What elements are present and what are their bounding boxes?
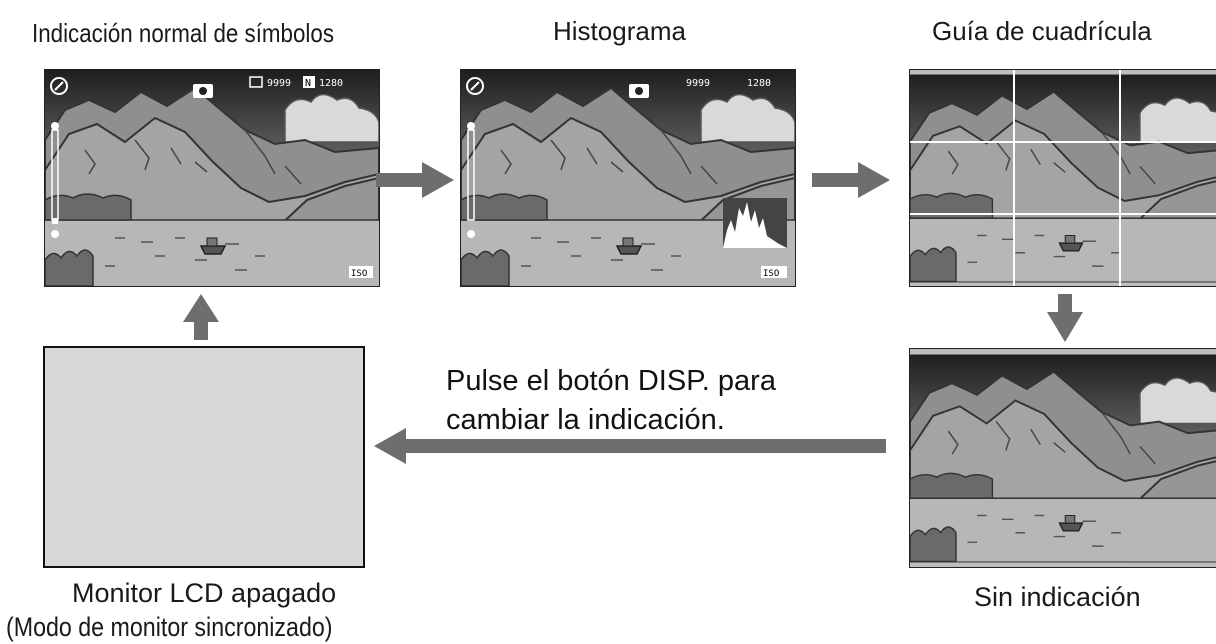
screen-grid-guide <box>909 69 1216 287</box>
lcd-off-screen <box>43 346 365 568</box>
shots-count: 9999 <box>686 78 710 89</box>
flash-off-icon <box>466 77 484 95</box>
image-size: 1280 <box>747 78 771 89</box>
screen-overlay: 9999 N 1280 ISO <box>50 76 373 279</box>
instruction-line-1: Pulse el botón DISP. para <box>446 365 776 397</box>
screen-no-indication <box>909 348 1216 568</box>
iso-text: ISO <box>763 269 779 279</box>
camera-mode-icon <box>629 84 649 98</box>
histogram-graph <box>723 198 787 248</box>
arrow-up <box>183 294 219 340</box>
screen-normal-symbols: 9999 N 1280 ISO <box>44 69 380 287</box>
grid-line-h1 <box>910 141 1216 143</box>
arrow-left-long <box>374 428 886 464</box>
shots-count: 9999 <box>267 78 291 89</box>
flash-off-icon <box>50 77 68 95</box>
image-size: 1280 <box>319 78 343 89</box>
screen-overlay: 9999 1280 ISO <box>466 77 787 279</box>
remaining-shots-icon <box>249 76 263 88</box>
label-histogram: Histograma <box>553 16 686 46</box>
label-normal-symbols: Indicación normal de símbolos <box>32 18 335 48</box>
grid-line-v1 <box>1013 70 1015 286</box>
label-sync-monitor-mode: (Modo de monitor sincronizado) <box>6 612 333 642</box>
label-no-indication: Sin indicación <box>974 582 1141 612</box>
landscape-image <box>910 70 1216 286</box>
landscape-image <box>910 349 1216 567</box>
quality-icon <box>303 76 315 88</box>
instruction-text: Pulse el botón DISP. para cambiar la ind… <box>446 362 776 440</box>
quality-letter: N <box>305 78 311 89</box>
arrow-right-1 <box>376 162 454 198</box>
instruction-line-2: cambiar la indicación. <box>446 404 725 436</box>
arrow-down <box>1047 294 1083 342</box>
grid-line-v2 <box>1119 70 1121 286</box>
arrow-right-2 <box>812 162 890 198</box>
camera-mode-icon <box>193 84 213 98</box>
zoom-bar-icon <box>51 122 59 238</box>
iso-icon <box>349 266 373 278</box>
iso-icon <box>761 266 787 278</box>
label-lcd-off: Monitor LCD apagado <box>72 578 337 608</box>
screen-histogram: 9999 1280 ISO <box>460 69 796 287</box>
zoom-bar-icon <box>467 122 475 238</box>
label-grid-guide: Guía de cuadrícula <box>932 16 1152 46</box>
iso-text: ISO <box>351 269 367 279</box>
grid-line-h2 <box>910 213 1216 215</box>
